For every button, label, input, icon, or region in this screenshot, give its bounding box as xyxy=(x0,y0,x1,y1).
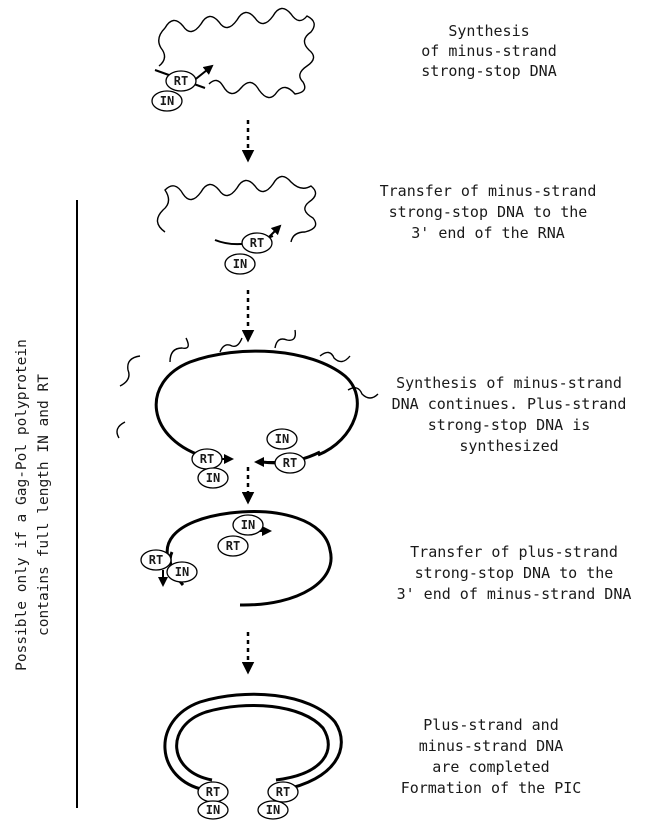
rt-label-5b: RT xyxy=(276,785,290,799)
step-1-figure: RT IN xyxy=(152,8,314,111)
rt-label-3b: RT xyxy=(283,456,297,470)
step-4-line-2: strong-stop DNA to the xyxy=(415,564,614,582)
inner-dna-circle-5 xyxy=(177,705,329,780)
step-2-line-3: 3' end of the RNA xyxy=(411,224,565,242)
step-1-line-3: strong-stop DNA xyxy=(421,62,556,80)
side-note: Possible only if a Gag-Pol polyprotein c… xyxy=(14,339,52,671)
rna-fragments-3 xyxy=(117,330,378,438)
step-2-text: Transfer of minus-strand strong-stop DNA… xyxy=(380,182,597,242)
step-3-line-4: synthesized xyxy=(459,437,558,455)
step-5-line-4: Formation of the PIC xyxy=(401,779,582,797)
step-4-text: Transfer of plus-strand strong-stop DNA … xyxy=(397,543,632,603)
step-4-line-3: 3' end of minus-strand DNA xyxy=(397,585,632,603)
step-2-figure: RT IN xyxy=(157,176,315,274)
step-3-line-2: DNA continues. Plus-strand xyxy=(392,395,627,413)
step-3-line-1: Synthesis of minus-strand xyxy=(396,374,622,392)
in-label-5a: IN xyxy=(206,803,220,817)
rt-label-3a: RT xyxy=(200,452,214,466)
rt-label-1: RT xyxy=(174,74,188,88)
step-5-text: Plus-strand and minus-strand DNA are com… xyxy=(401,716,582,797)
in-label-3b: IN xyxy=(275,432,289,446)
step-2-line-2: strong-stop DNA to the xyxy=(389,203,588,221)
in-label-3a: IN xyxy=(206,471,220,485)
step-4-figure: IN RT RT IN xyxy=(141,512,331,605)
step-1-line-1: Synthesis xyxy=(448,22,529,40)
step-5-line-3: are completed xyxy=(432,758,549,776)
step-5-line-2: minus-strand DNA xyxy=(419,737,564,755)
step-3-line-3: strong-stop DNA is xyxy=(428,416,591,434)
in-label-1: IN xyxy=(160,94,174,108)
minus-strand-dna-3 xyxy=(156,351,357,458)
side-note-line-1: Possible only if a Gag-Pol polyprotein xyxy=(14,339,30,671)
rna-strand-2 xyxy=(157,176,315,242)
step-1-line-2: of minus-strand xyxy=(421,42,556,60)
in-label-4a: IN xyxy=(241,518,255,532)
outer-dna-circle-5 xyxy=(165,694,341,790)
step-5-line-1: Plus-strand and xyxy=(423,716,558,734)
in-label-4b: IN xyxy=(175,565,189,579)
step-5-figure: RT IN RT IN xyxy=(165,694,341,819)
in-label-2: IN xyxy=(233,257,247,271)
rt-label-4a: RT xyxy=(226,539,240,553)
step-3-figure: RT IN IN RT xyxy=(117,330,378,488)
step-3-text: Synthesis of minus-strand DNA continues.… xyxy=(392,374,627,455)
step-4-line-1: Transfer of plus-strand xyxy=(410,543,618,561)
rt-label-4b: RT xyxy=(149,553,163,567)
side-note-line-2: contains full length IN and RT xyxy=(36,374,52,636)
in-label-5b: IN xyxy=(266,803,280,817)
step-1-text: Synthesis of minus-strand strong-stop DN… xyxy=(421,22,556,80)
rt-label-2: RT xyxy=(250,236,264,250)
rt-label-5a: RT xyxy=(206,785,220,799)
step-2-line-1: Transfer of minus-strand xyxy=(380,182,597,200)
